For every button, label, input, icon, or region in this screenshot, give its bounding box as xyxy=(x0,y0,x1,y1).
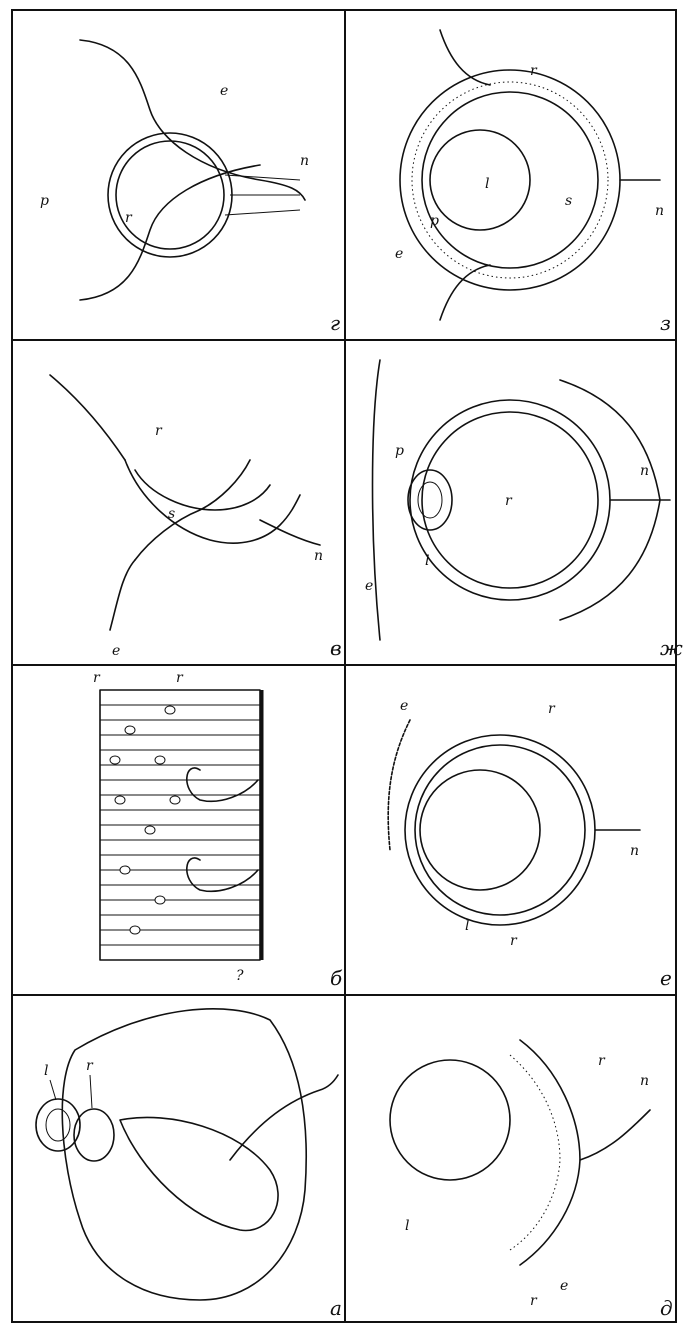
panel-d-lens xyxy=(390,1060,510,1180)
panel-e-lens xyxy=(420,770,540,890)
panel-v: e s r n в xyxy=(50,375,342,660)
panel-d-caption: д xyxy=(660,1296,673,1320)
panel-v-nerve xyxy=(260,520,320,545)
panel-d: l e r r n д xyxy=(390,1040,673,1320)
panel-zh-label-e: e xyxy=(365,578,373,594)
panel-v-cup-inner xyxy=(135,460,250,560)
panel-v-label-e: e xyxy=(112,643,120,659)
panel-v-epithelium-right xyxy=(50,375,125,460)
panel-z-lens xyxy=(430,130,530,230)
panel-d-label-n: n xyxy=(640,1073,649,1089)
panel-g-epithelium-bottom xyxy=(80,165,260,300)
panel-a-lens-inner xyxy=(46,1109,70,1141)
panel-b-striations xyxy=(100,705,260,945)
panel-e-label-e: e xyxy=(400,698,408,714)
panel-b: r r ? б xyxy=(93,670,343,990)
panel-v-epithelium-left xyxy=(110,560,135,630)
panel-g-label-r: r xyxy=(125,210,133,226)
panel-a-leader-l xyxy=(50,1080,56,1100)
panel-z-retina xyxy=(422,92,598,268)
panel-b-caption: б xyxy=(330,966,343,990)
panel-a-pigment xyxy=(74,1109,114,1161)
panel-d-nerve xyxy=(580,1110,650,1160)
panel-e-label-n: n xyxy=(630,843,639,859)
panel-a-cell-body xyxy=(62,1009,306,1300)
panel-g-retina xyxy=(116,141,224,249)
panel-a-lens xyxy=(36,1099,80,1151)
panel-d-label-r-bottom: r xyxy=(530,1293,538,1309)
panel-e-label-r-top: r xyxy=(548,701,556,717)
panel-b-label-r-top: r xyxy=(93,670,101,686)
panel-d-rod-layer xyxy=(510,1055,560,1250)
panel-e-retina xyxy=(415,745,585,915)
panel-g-label-n: n xyxy=(300,153,309,169)
panel-g-label-p: p xyxy=(40,193,49,209)
panel-z-pigment-layer xyxy=(412,82,608,278)
panel-z-label-p: p xyxy=(430,213,439,229)
panel-z-label-e: e xyxy=(395,246,403,262)
panel-z-eyeball xyxy=(400,70,620,290)
panel-zh-skin xyxy=(373,360,381,640)
panel-zh-lens xyxy=(408,470,452,530)
panel-e-eyeball xyxy=(405,735,595,925)
panel-a-leader-r xyxy=(90,1075,92,1108)
panel-z-label-n: n xyxy=(655,203,664,219)
panel-z-caption: з xyxy=(660,311,671,335)
panel-e-label-r-bottom: r xyxy=(510,933,518,949)
panel-z-label-s: s xyxy=(565,193,572,209)
panel-b-label-q: ? xyxy=(236,968,244,984)
panel-b-sensory-cell-1 xyxy=(187,768,258,801)
panel-v-caption: в xyxy=(330,636,342,660)
panel-zh-label-p: p xyxy=(395,443,404,459)
panel-g: e p r n г xyxy=(40,40,340,335)
panel-d-label-r-top: r xyxy=(598,1053,606,1069)
panel-a: l r а xyxy=(36,1009,342,1320)
panel-v-label-n: n xyxy=(314,548,323,564)
panel-v-label-s: s xyxy=(168,506,175,522)
panel-z-label-l: l xyxy=(485,176,489,192)
panel-a-caption: а xyxy=(330,1296,342,1320)
panel-g-label-e: e xyxy=(220,83,228,99)
panel-e-caption: е xyxy=(660,966,672,990)
panel-zh-label-n: n xyxy=(640,463,649,479)
panel-b-sensory-cell-2 xyxy=(187,858,258,891)
panel-d-label-e: e xyxy=(560,1278,568,1294)
panel-v-label-r: r xyxy=(155,423,163,439)
panel-d-retina-cup xyxy=(520,1040,580,1265)
panel-g-epithelium-top xyxy=(80,40,305,200)
panel-zh: e p l r n ж xyxy=(365,360,683,660)
panel-g-caption: г xyxy=(330,311,340,335)
panel-a-label-r: r xyxy=(86,1058,94,1074)
panel-z-label-r: r xyxy=(530,63,538,79)
panel-a-inner-fold xyxy=(120,1117,278,1230)
panel-zh-label-r: r xyxy=(505,493,513,509)
panel-b-label-r-mid: r xyxy=(176,670,184,686)
panel-z: e p l s r n з xyxy=(395,30,671,335)
panel-e: e l r r n е xyxy=(388,698,672,990)
panel-d-label-l: l xyxy=(405,1218,409,1234)
panel-zh-caption: ж xyxy=(660,636,683,660)
panel-v-retina xyxy=(135,470,270,510)
panel-zh-label-l: l xyxy=(425,553,429,569)
panel-e-label-l: l xyxy=(465,918,469,934)
panel-z-epithelium-top xyxy=(440,30,490,85)
panel-e-epithelium xyxy=(388,720,410,850)
panel-z-epithelium-bottom xyxy=(440,265,490,320)
panel-g-cup xyxy=(108,133,232,257)
panel-a-label-l: l xyxy=(44,1063,48,1079)
